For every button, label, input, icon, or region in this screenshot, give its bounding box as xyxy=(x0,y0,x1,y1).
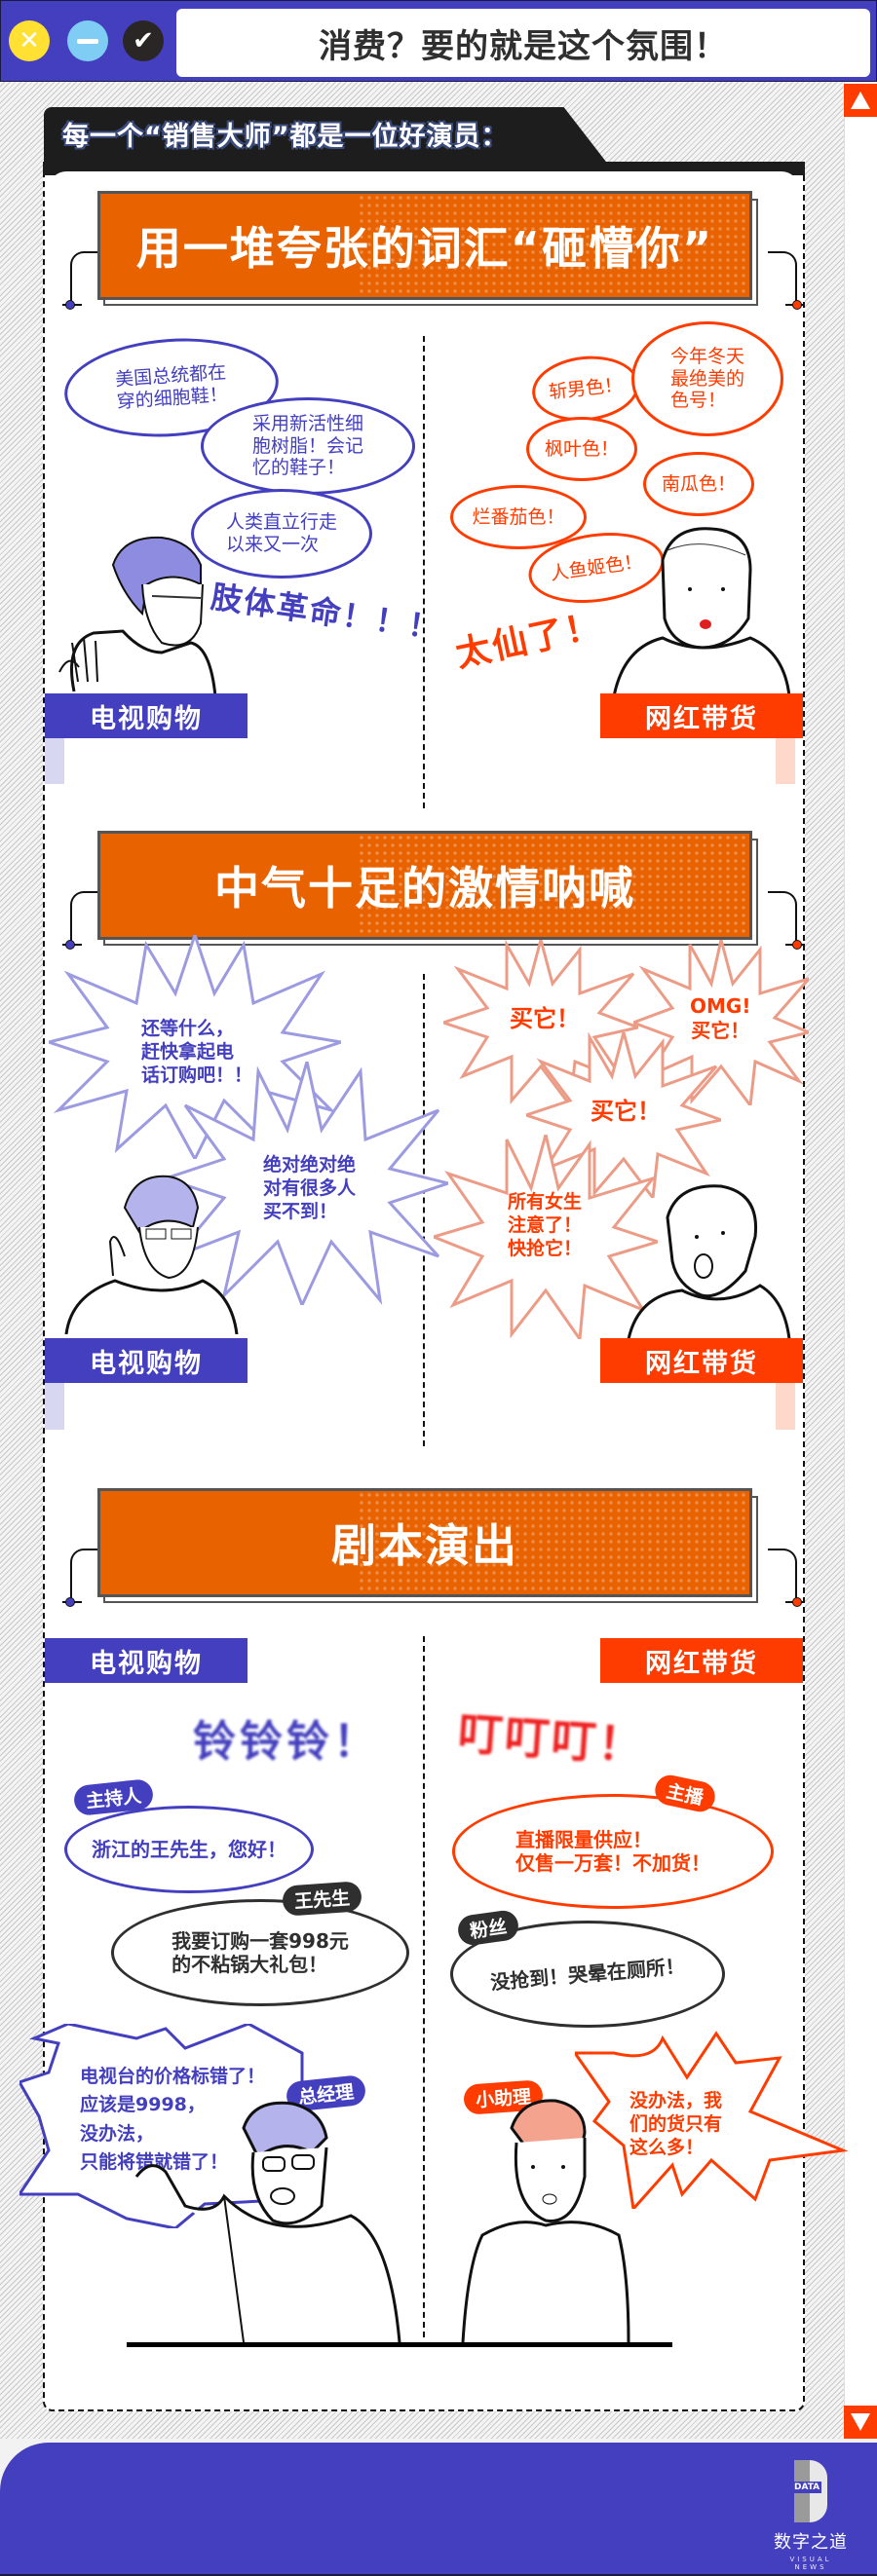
window-title: 消费？要的就是这个氛围！ xyxy=(176,9,870,77)
sound-effect-text: 叮叮叮！ xyxy=(456,1706,647,1773)
data-logo-icon: DATA xyxy=(792,2460,827,2522)
tv-host-illustration xyxy=(64,1175,239,1334)
tv-host-illustration xyxy=(58,536,220,701)
burst-bubble: 电视台的价格标错了！ 应该是9998， 没办法， 只能将错就错了！ xyxy=(19,2024,312,2228)
speech-bubble: 采用新活性细 胞树脂！会记 忆的鞋子！ xyxy=(201,397,415,495)
arrow-down-icon xyxy=(851,2413,870,2431)
label-tv-shopping: 电视购物 xyxy=(45,1338,248,1383)
blue-dot-icon xyxy=(65,300,75,310)
x-icon: ✕ xyxy=(19,26,40,56)
dialog-bubble: 直播限量供应！ 仅售一万套！不加货！ xyxy=(452,1794,774,1909)
speech-bubble: 枫叶色！ xyxy=(526,417,637,481)
speech-bubble: 今年冬天 最绝美的 色号！ xyxy=(631,321,783,436)
confirm-button[interactable]: ✔ xyxy=(123,20,164,61)
assistant-illustration xyxy=(429,2099,672,2347)
arrow-up-icon xyxy=(851,92,870,109)
dialog-bubble: 我要订购一套998元 的不粘锅大礼包！ xyxy=(111,1899,409,2006)
blue-dot-icon xyxy=(65,940,75,950)
blue-dot-icon xyxy=(65,1597,75,1607)
burst-bubble: 没办法，我 们的货只有 这么多！ xyxy=(575,2004,848,2209)
minus-icon xyxy=(77,38,98,44)
intro-heading: 每一个“销售大师”都是一位好演员： xyxy=(62,122,509,152)
label-tv-shopping: 电视购物 xyxy=(45,693,248,738)
speech-bubble: 烂番茄色！ xyxy=(450,485,587,549)
column-divider xyxy=(423,1636,425,2337)
brand-logo[interactable]: DATA 数字之道 VISUAL NEWS xyxy=(772,2460,850,2571)
check-icon: ✔ xyxy=(133,26,154,56)
influencer-illustration xyxy=(627,1184,791,1339)
footer: DATA 数字之道 VISUAL NEWS xyxy=(0,2443,877,2576)
burst-bubble: 所有女生 注意了！ 快抢它！ xyxy=(434,1135,658,1339)
intro-tab xyxy=(44,107,609,166)
scrollbar-track[interactable] xyxy=(844,82,877,2439)
influencer-illustration xyxy=(612,527,791,700)
speech-bubble: 南瓜色！ xyxy=(643,452,754,516)
red-dot-icon xyxy=(792,940,802,950)
column-divider xyxy=(423,974,425,1446)
close-button[interactable]: ✕ xyxy=(9,20,50,61)
label-tv-shopping: 电视购物 xyxy=(45,1638,248,1683)
speech-bubble: 人类直立行走 以来又一次 xyxy=(191,489,372,579)
label-influencer: 网红带货 xyxy=(600,693,803,738)
scroll-up-button[interactable] xyxy=(844,84,877,117)
burst-bubble: 绝对绝对绝 对有很多人 买不到！ xyxy=(166,1062,448,1305)
scroll-down-button[interactable] xyxy=(844,2406,877,2439)
label-influencer: 网红带货 xyxy=(600,1338,803,1383)
tv-manager-illustration xyxy=(127,2101,429,2347)
column-divider xyxy=(423,336,425,808)
red-dot-icon xyxy=(792,300,802,310)
burst-bubble: 还等什么， 赶快拿起电 话订购吧！！ xyxy=(49,935,341,1159)
sound-effect-text: 铃铃铃！ xyxy=(193,1717,380,1767)
banner-title: 剧本演出 xyxy=(331,1519,518,1572)
burst-bubble: 买它！ xyxy=(526,1032,721,1198)
minimize-button[interactable] xyxy=(67,20,108,61)
title-bar: ✕ ✔ 消费？要的就是这个氛围！ xyxy=(0,0,877,82)
red-dot-icon xyxy=(792,1597,802,1607)
banner-title: 中气十足的激情呐喊 xyxy=(214,862,635,915)
speaker-label: 王先生 xyxy=(282,1881,362,1917)
label-influencer: 网红带货 xyxy=(600,1638,803,1683)
dialog-bubble: 浙江的王先生，您好！ xyxy=(64,1806,314,1893)
burst-bubble: OMG! 买它！ xyxy=(633,940,809,1105)
banner-title: 用一堆夸张的词汇“砸懵你” xyxy=(135,222,714,275)
